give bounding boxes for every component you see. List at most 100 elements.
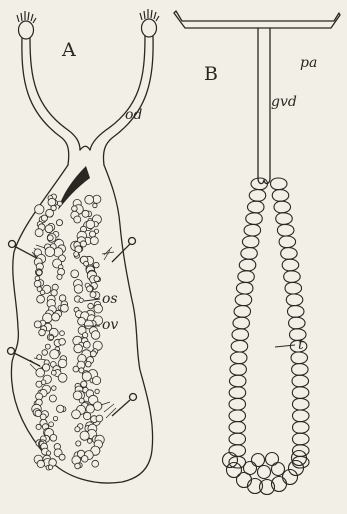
ovum — [46, 451, 50, 455]
ovum — [86, 405, 94, 413]
testis-lobe — [274, 201, 282, 213]
ovum — [93, 203, 97, 207]
testis-lobe — [230, 352, 239, 364]
testis-lobe — [276, 213, 284, 225]
testis-lobe — [290, 259, 299, 271]
ovum — [40, 414, 46, 420]
ovum — [96, 415, 103, 422]
funnel-right — [140, 9, 159, 37]
ovum — [45, 247, 55, 257]
ovum — [36, 270, 42, 276]
testis-lobe — [241, 248, 250, 260]
ovum — [49, 395, 56, 402]
ovum — [76, 441, 81, 446]
ovum — [79, 298, 83, 302]
testis-lobe — [300, 387, 309, 399]
testis-lobe — [282, 259, 290, 271]
ovum — [41, 380, 46, 385]
testis-lobe — [239, 364, 247, 376]
ovum — [34, 280, 41, 287]
label-pa: pa — [300, 55, 317, 71]
ovum — [53, 416, 57, 420]
testis-lobe — [227, 463, 242, 478]
testis-lobe — [238, 387, 246, 399]
ovum — [74, 252, 79, 257]
testis-lobe — [282, 201, 291, 213]
testis-lobe — [230, 364, 239, 376]
testis-lobe — [247, 271, 255, 283]
testis-lobe — [278, 178, 287, 190]
ovum — [81, 381, 87, 387]
testis-lobe — [277, 224, 285, 236]
ovum — [36, 368, 45, 377]
ovum — [40, 290, 45, 295]
ovum — [49, 422, 54, 427]
testis-lobe — [229, 410, 238, 422]
testis-lobe — [272, 190, 280, 202]
ovum — [58, 373, 67, 382]
ovum — [92, 460, 99, 467]
testis-lobe — [229, 387, 238, 399]
testis-lobe — [294, 294, 303, 306]
ovum — [57, 201, 62, 206]
testis-lobe — [240, 340, 248, 352]
ovum — [82, 210, 89, 217]
ovum — [47, 235, 53, 241]
label-os: os — [102, 291, 118, 307]
label-od: od — [125, 107, 142, 123]
ovum — [48, 465, 52, 469]
testis-lobe — [258, 190, 266, 202]
ovum — [74, 344, 83, 353]
ovum — [34, 321, 41, 328]
ovum — [39, 329, 46, 336]
ovum — [87, 286, 93, 292]
ovum — [74, 285, 83, 294]
ovum — [80, 241, 86, 247]
ovum — [75, 463, 81, 469]
oviduct-crotch — [80, 146, 90, 150]
testis-lobe — [293, 410, 301, 422]
ovum — [49, 335, 54, 340]
testis-lobe — [247, 201, 256, 213]
testis-lobe — [292, 451, 307, 466]
testis-lobe — [283, 213, 292, 225]
testis-lobe — [291, 271, 300, 283]
testis-lobe — [280, 190, 289, 202]
testis-lobe — [296, 317, 305, 329]
funnel-left — [17, 11, 36, 39]
testis-lobe — [244, 462, 257, 475]
ovum — [91, 331, 100, 340]
ovum — [42, 350, 48, 356]
label-t: t — [298, 337, 304, 353]
ovum — [48, 198, 56, 206]
paired-ducts — [174, 11, 340, 28]
testis-lobe — [236, 282, 245, 294]
testis-lobe — [290, 340, 298, 352]
testis-lobe — [238, 375, 246, 387]
ovum — [60, 331, 65, 336]
testis-lobe — [286, 294, 294, 306]
testis-lobe — [284, 271, 292, 283]
testis-lobe — [249, 190, 258, 202]
testis-lobe — [300, 375, 309, 387]
ovum — [90, 237, 98, 245]
label-gvd: gvd — [271, 94, 297, 110]
testis-lobe — [253, 224, 260, 236]
testis-lobe — [238, 445, 246, 457]
ovum — [73, 366, 79, 372]
testis-lobe — [287, 306, 295, 318]
testis-lobe — [258, 466, 271, 479]
testis-lobe — [229, 398, 238, 410]
ovum — [37, 355, 42, 360]
testis-lobe — [229, 445, 238, 457]
ovum — [94, 276, 100, 282]
testis-lobe — [238, 456, 246, 468]
testis-lobe — [239, 259, 248, 271]
testis-lobe — [251, 236, 259, 248]
ovum — [59, 454, 65, 460]
ovum — [61, 304, 69, 312]
testis-lobe — [238, 433, 246, 445]
testis-lobe — [244, 294, 252, 306]
ovum — [87, 439, 92, 444]
